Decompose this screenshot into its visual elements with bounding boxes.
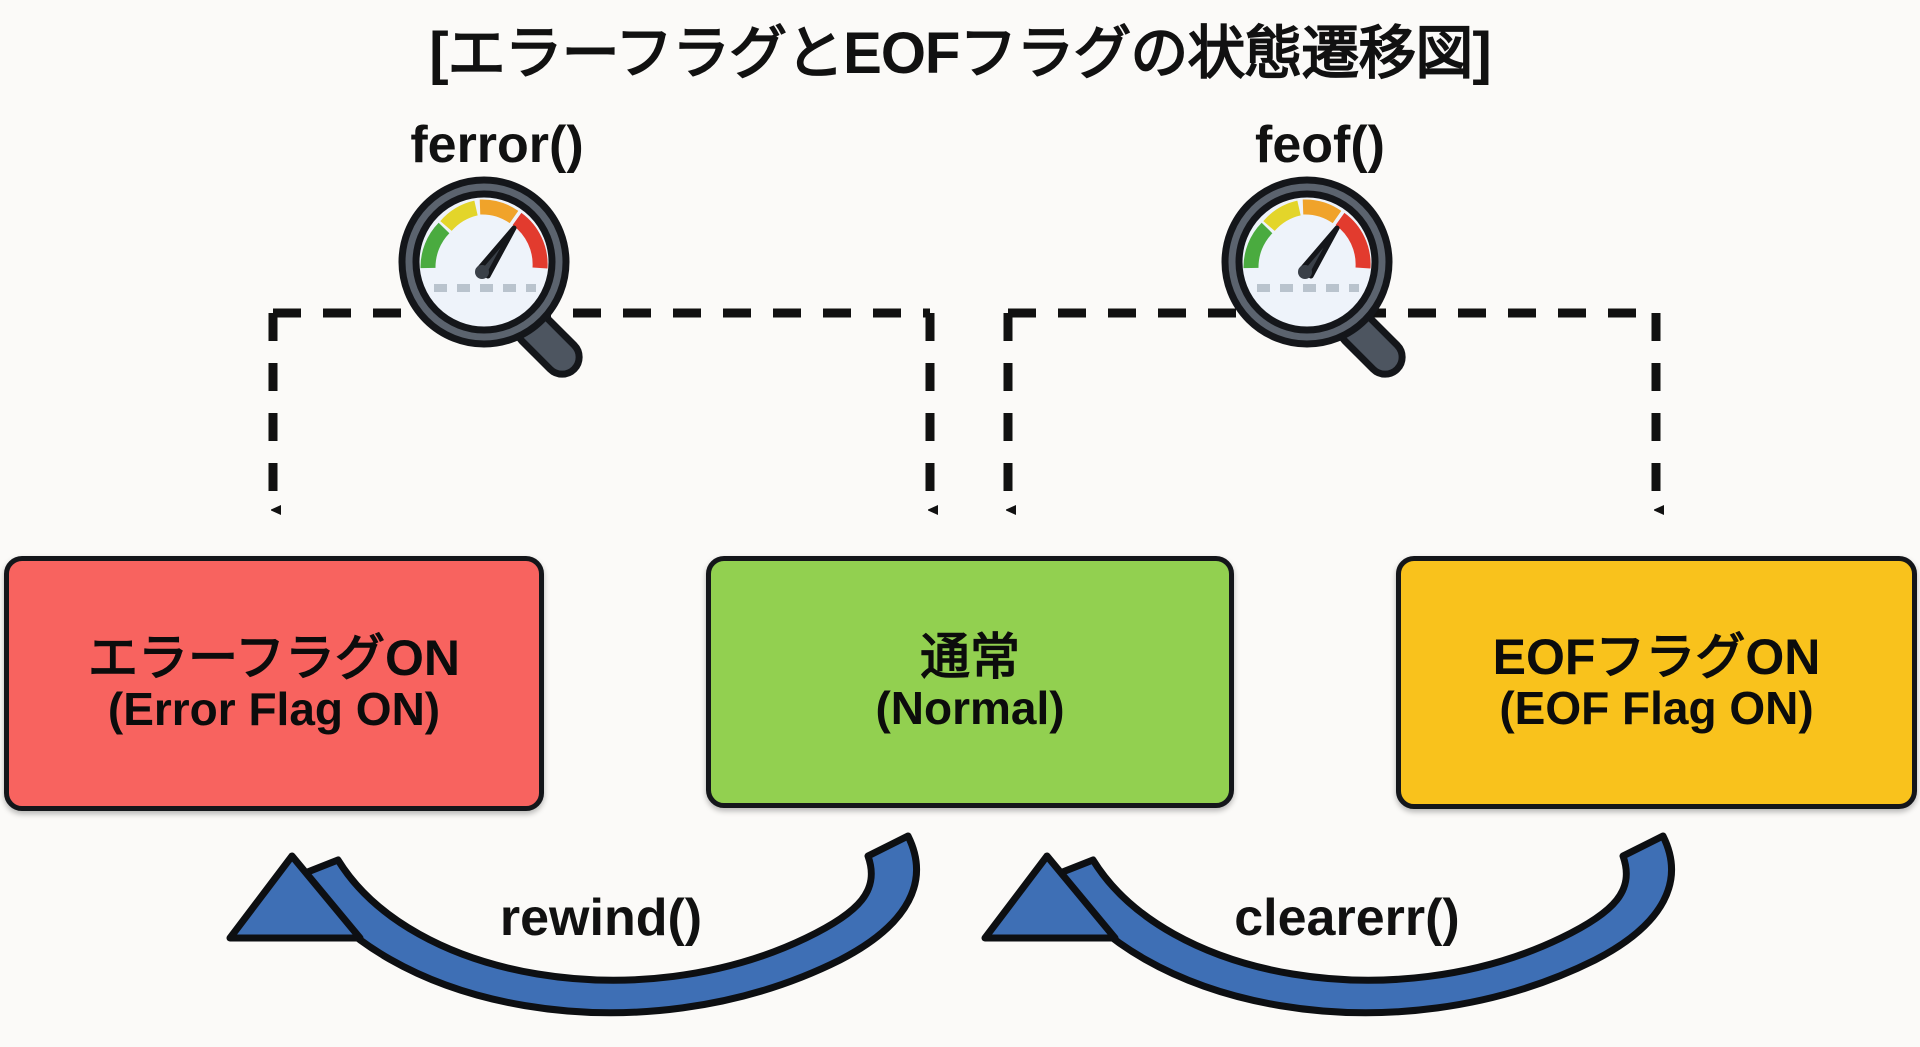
transition-arrow-rewind	[226, 832, 920, 1017]
transition-label-clearerr: clearerr()	[1234, 889, 1460, 947]
state-box-eof-flag-on[interactable]: EOFフラグON (EOF Flag ON)	[1396, 556, 1917, 809]
magnifier-gauge-icon	[398, 176, 583, 378]
probe-label-feof: feof()	[1255, 116, 1385, 174]
state-label-en: (EOF Flag ON)	[1499, 682, 1814, 735]
magnifier-gauge-icon	[1221, 176, 1406, 378]
state-box-error-flag-on[interactable]: エラーフラグON (Error Flag ON)	[4, 556, 544, 811]
probe-label-ferror: ferror()	[410, 116, 584, 174]
state-label-jp: EOFフラグON	[1492, 629, 1821, 686]
transition-label-rewind: rewind()	[499, 889, 703, 947]
state-label-jp: エラーフラグON	[88, 630, 460, 687]
connector-ferror	[268, 308, 930, 510]
state-label-en: (Error Flag ON)	[107, 683, 441, 736]
transition-arrow-clearerr	[981, 832, 1675, 1017]
state-label-jp: 通常	[920, 628, 1020, 685]
state-box-normal[interactable]: 通常 (Normal)	[706, 556, 1234, 808]
state-label-en: (Normal)	[875, 681, 1065, 734]
page-title: [エラーフラグとEOFフラグの状態遷移図]	[429, 21, 1491, 86]
